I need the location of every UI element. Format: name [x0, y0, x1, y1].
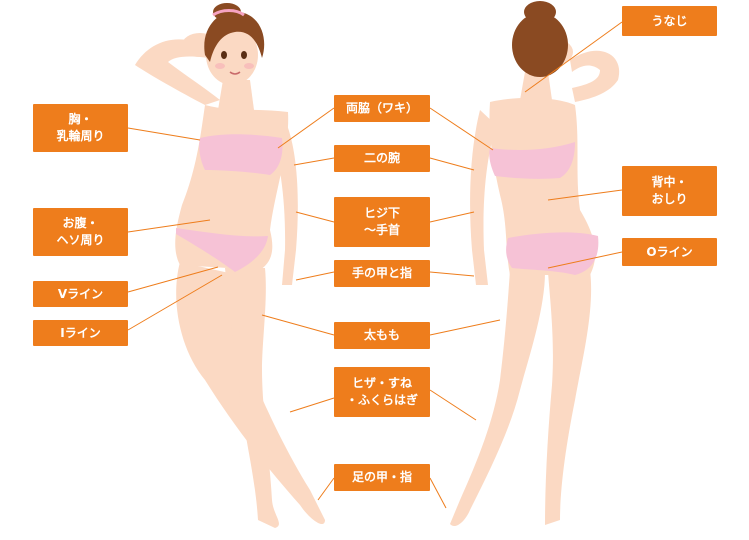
label-i-line: Iライン [33, 320, 128, 346]
label-back-hip: 背中・ おしり [622, 166, 717, 216]
leader-lines [127, 21, 623, 509]
label-thigh: 太もも [334, 322, 430, 349]
front-figure [135, 3, 325, 528]
label-o-line: Oライン [622, 238, 717, 266]
back-figure [450, 1, 620, 527]
label-underarm: 両脇（ワキ） [334, 95, 430, 122]
label-knee-calf: ヒザ・すね ・ふくらはぎ [334, 367, 430, 417]
label-chest: 胸・ 乳輪周り [33, 104, 128, 152]
label-hand: 手の甲と指 [334, 260, 430, 287]
label-upper-arm: 二の腕 [334, 145, 430, 172]
label-foot: 足の甲・指 [334, 464, 430, 491]
label-v-line: Vライン [33, 281, 128, 307]
label-nape: うなじ [622, 6, 717, 36]
label-belly: お腹・ ヘソ周り [33, 208, 128, 256]
label-forearm: ヒジ下 ～手首 [334, 197, 430, 247]
